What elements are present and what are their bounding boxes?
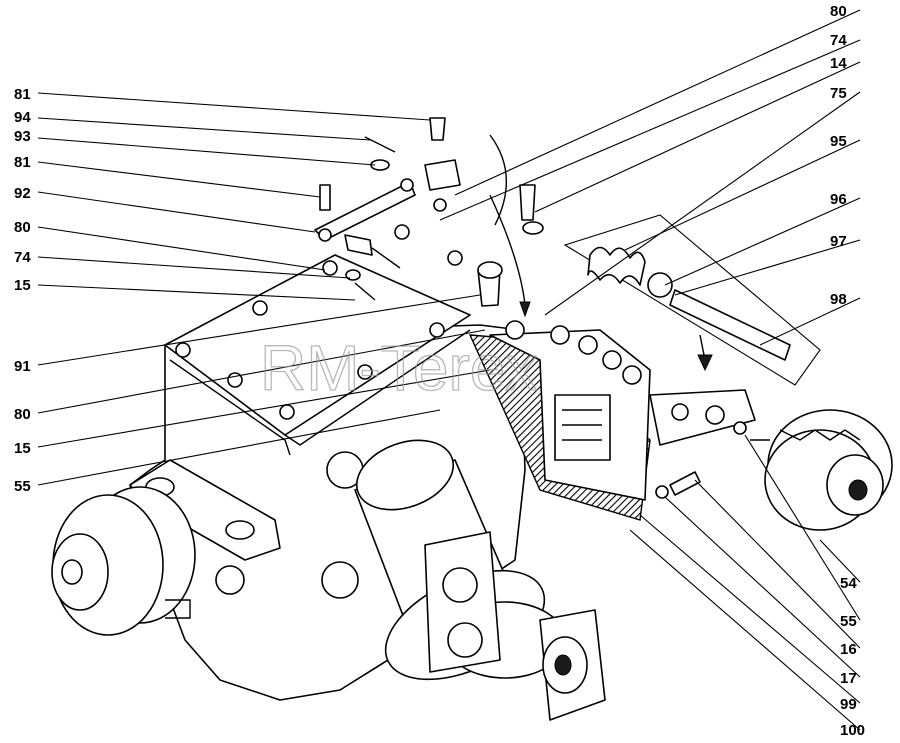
- callout-label: 16: [840, 641, 857, 658]
- mounting-bracket: [649, 389, 756, 446]
- output-flange: [539, 609, 606, 721]
- callout-label: 54: [840, 575, 857, 592]
- watermark: RM-Terex: [260, 332, 537, 404]
- callout-label: 17: [840, 670, 857, 687]
- callout-label: 75: [830, 85, 847, 102]
- callout-label: 100: [840, 722, 865, 738]
- callout-label: 97: [830, 233, 847, 250]
- callout-label: 99: [840, 696, 857, 713]
- callout-label: 94: [14, 109, 31, 126]
- callout-label: 80: [14, 406, 31, 423]
- callout-label: 15: [14, 440, 31, 457]
- callout-label: 80: [14, 219, 31, 236]
- callout-label: 74: [830, 32, 847, 49]
- callout-label: 96: [830, 191, 847, 208]
- callouts-right-top: 80 74 14 75 95 96 97 98: [830, 3, 847, 308]
- callout-label: 91: [14, 358, 31, 375]
- left-pulley: [51, 486, 196, 636]
- callouts-left: 81 94 93 81 92 80 74 15 91 80 15 55: [14, 86, 31, 495]
- clutch-housing: [750, 409, 893, 531]
- callout-label: 80: [830, 3, 847, 20]
- callout-label: 81: [14, 154, 31, 171]
- callout-label: 98: [830, 291, 847, 308]
- callout-label: 95: [830, 133, 847, 150]
- callout-label: 15: [14, 277, 31, 294]
- flange-plate: [424, 531, 501, 673]
- callout-label: 81: [14, 86, 31, 103]
- callout-label: 14: [830, 55, 847, 72]
- callout-label: 55: [14, 478, 31, 495]
- injection-pump: [489, 320, 651, 501]
- callout-label: 55: [840, 613, 857, 630]
- cover-bolts: [175, 224, 463, 420]
- exploded-parts-top: [314, 117, 544, 307]
- callout-label: 74: [14, 249, 31, 266]
- spring-group: [563, 214, 821, 386]
- callouts-right-bottom: 54 55 16 17 99 100: [840, 575, 865, 739]
- callout-label: 92: [14, 185, 31, 202]
- leader-lines: [37, 9, 861, 731]
- gearbox-assembly: [51, 117, 893, 721]
- callout-label: 93: [14, 128, 31, 145]
